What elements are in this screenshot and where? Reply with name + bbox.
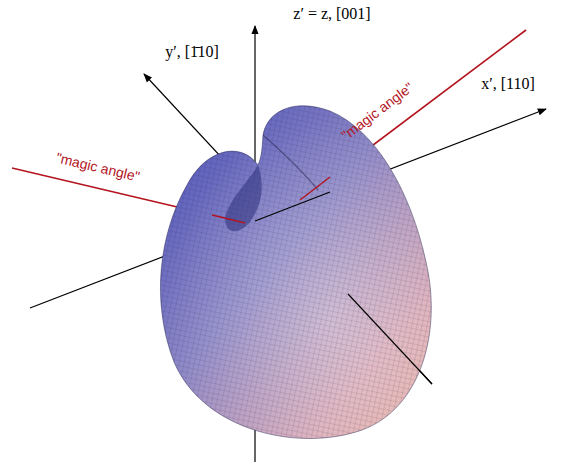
- magic-angle-line-front: [300, 177, 330, 200]
- magic-angle-line-front: [212, 215, 245, 223]
- x-axis-front: [255, 192, 330, 221]
- surface-body: [140, 90, 450, 460]
- angle-label: "magic angle": [55, 151, 142, 186]
- axis-label: z′ = z, [001]: [293, 5, 370, 23]
- surface-outline: [160, 106, 431, 439]
- axis-label: x′, [110]: [481, 75, 535, 93]
- axis-label: y′, [1̄10]: [165, 43, 219, 61]
- y-axis-front: [348, 294, 432, 384]
- angle-label: "magic angle": [339, 80, 416, 144]
